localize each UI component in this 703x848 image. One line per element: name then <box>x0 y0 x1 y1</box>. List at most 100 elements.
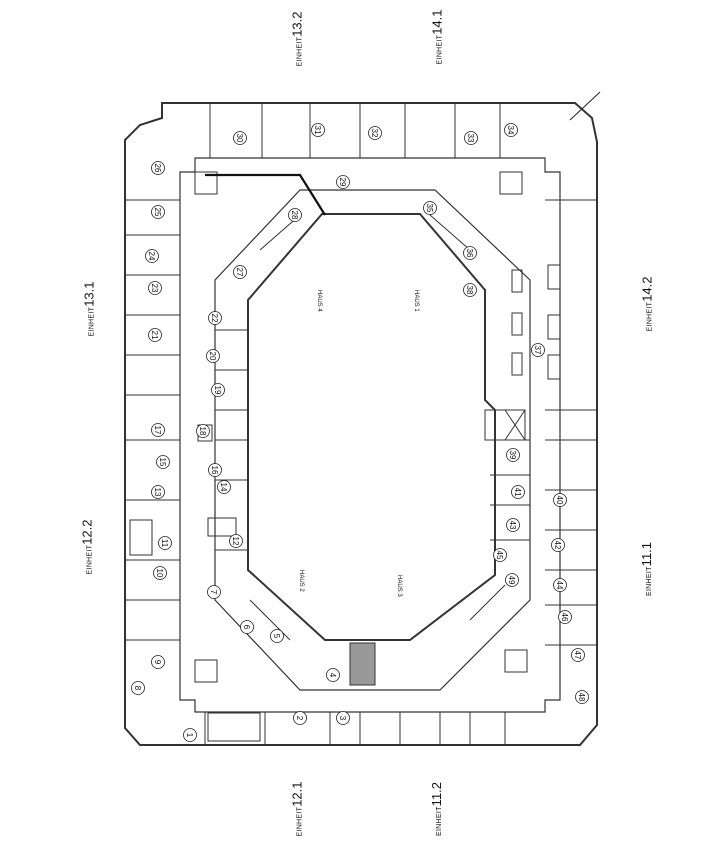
room-number-circle <box>551 538 565 552</box>
room-number-text: 46 <box>560 613 569 622</box>
room-number: 21 <box>148 328 162 342</box>
room-number-circle <box>151 655 165 669</box>
room-number-text: 37 <box>533 346 542 355</box>
room-number-text: 29 <box>338 178 347 187</box>
north-arrow <box>569 91 601 121</box>
room-number-circle <box>158 536 172 550</box>
room-number-text: 24 <box>147 252 156 261</box>
room-number: 32 <box>368 126 382 140</box>
room-number: 39 <box>506 448 520 462</box>
room-number-circle <box>233 131 247 145</box>
room-number-circle <box>208 463 222 477</box>
room-number-circle <box>151 205 165 219</box>
room-number: 6 <box>240 620 254 634</box>
room-number-circle <box>148 328 162 342</box>
room-number: 48 <box>575 690 589 704</box>
room-number: 26 <box>151 161 165 175</box>
room-number-circle <box>368 126 382 140</box>
room-number-circle <box>311 123 325 137</box>
room-number-text: 45 <box>495 551 504 560</box>
unit-label-14-1: EINHEIT14.1 <box>429 9 445 65</box>
room-number-circle <box>131 681 145 695</box>
room-number: 47 <box>571 648 585 662</box>
room-number-circle <box>217 480 231 494</box>
room-number-text: 5 <box>272 634 281 639</box>
room-number: 7 <box>207 585 221 599</box>
room-number-circle <box>504 123 518 137</box>
room-number-circle <box>183 728 197 742</box>
room-number: 37 <box>531 343 545 357</box>
haus-label: HAUS 3 <box>396 575 402 597</box>
room-number: 12 <box>229 534 243 548</box>
room-number: 8 <box>131 681 145 695</box>
haus-label: HAUS 1 <box>413 290 419 312</box>
room-number-text: 35 <box>425 204 434 213</box>
room-number-circle <box>558 610 572 624</box>
room-number-circle <box>505 573 519 587</box>
room-number-text: 14 <box>219 483 228 492</box>
room-number: 42 <box>551 538 565 552</box>
room-number: 41 <box>511 485 525 499</box>
haus-label: HAUS 4 <box>316 290 322 312</box>
room-number: 9 <box>151 655 165 669</box>
room-number: 44 <box>553 578 567 592</box>
room-number: 15 <box>156 455 170 469</box>
room-number: 46 <box>558 610 572 624</box>
room-number-text: 34 <box>506 126 515 135</box>
room-number-text: 18 <box>198 427 207 436</box>
room-number: 14 <box>217 480 231 494</box>
room-number-circle <box>145 249 159 263</box>
room-number: 13 <box>151 485 165 499</box>
room-number-text: 49 <box>507 576 516 585</box>
room-number-text: 10 <box>155 569 164 578</box>
room-number-text: 28 <box>290 211 299 220</box>
room-number-text: 31 <box>313 126 322 135</box>
room-number-text: 4 <box>328 673 337 678</box>
room-number-circle <box>208 311 222 325</box>
room-number-circle <box>233 265 247 279</box>
room-number: 27 <box>233 265 247 279</box>
room-number-text: 22 <box>210 314 219 323</box>
room-number-circle <box>571 648 585 662</box>
room-number-text: 47 <box>573 651 582 660</box>
room-number-circle <box>553 493 567 507</box>
room-number-circle <box>151 423 165 437</box>
room-number-text: 32 <box>370 129 379 138</box>
room-number-text: 15 <box>158 458 167 467</box>
room-number-circle <box>336 175 350 189</box>
room-number-circle <box>148 281 162 295</box>
room-number: 38 <box>463 283 477 297</box>
room-number-circle <box>206 349 220 363</box>
room-number-text: 43 <box>508 521 517 530</box>
inner-ring <box>214 189 531 691</box>
room-number: 1 <box>183 728 197 742</box>
room-number: 28 <box>288 208 302 222</box>
room-number-circle <box>493 548 507 562</box>
room-number-text: 30 <box>235 134 244 143</box>
room-number: 49 <box>505 573 519 587</box>
room-number: 35 <box>423 201 437 215</box>
room-number-circle <box>463 246 477 260</box>
room-number-circle <box>511 485 525 499</box>
room-number-circle <box>293 711 307 725</box>
room-number-circle <box>336 711 350 725</box>
dark-wall <box>205 173 326 216</box>
haus-label: HAUS 2 <box>298 570 304 592</box>
room-number-text: 9 <box>153 660 162 665</box>
room-number: 24 <box>145 249 159 263</box>
room-number-text: 3 <box>338 716 347 721</box>
room-number-text: 40 <box>555 496 564 505</box>
room-number-text: 42 <box>553 541 562 550</box>
room-number-circle <box>270 629 284 643</box>
room-number: 3 <box>336 711 350 725</box>
room-number: 17 <box>151 423 165 437</box>
room-number-text: 21 <box>150 331 159 340</box>
unit-label-12-1: EINHEIT12.1 <box>289 781 305 837</box>
room-number: 29 <box>336 175 350 189</box>
room-number: 45 <box>493 548 507 562</box>
room-number-text: 12 <box>231 537 240 546</box>
room-number-circle <box>423 201 437 215</box>
room-number-text: 26 <box>153 164 162 173</box>
room-number-circle <box>151 161 165 175</box>
